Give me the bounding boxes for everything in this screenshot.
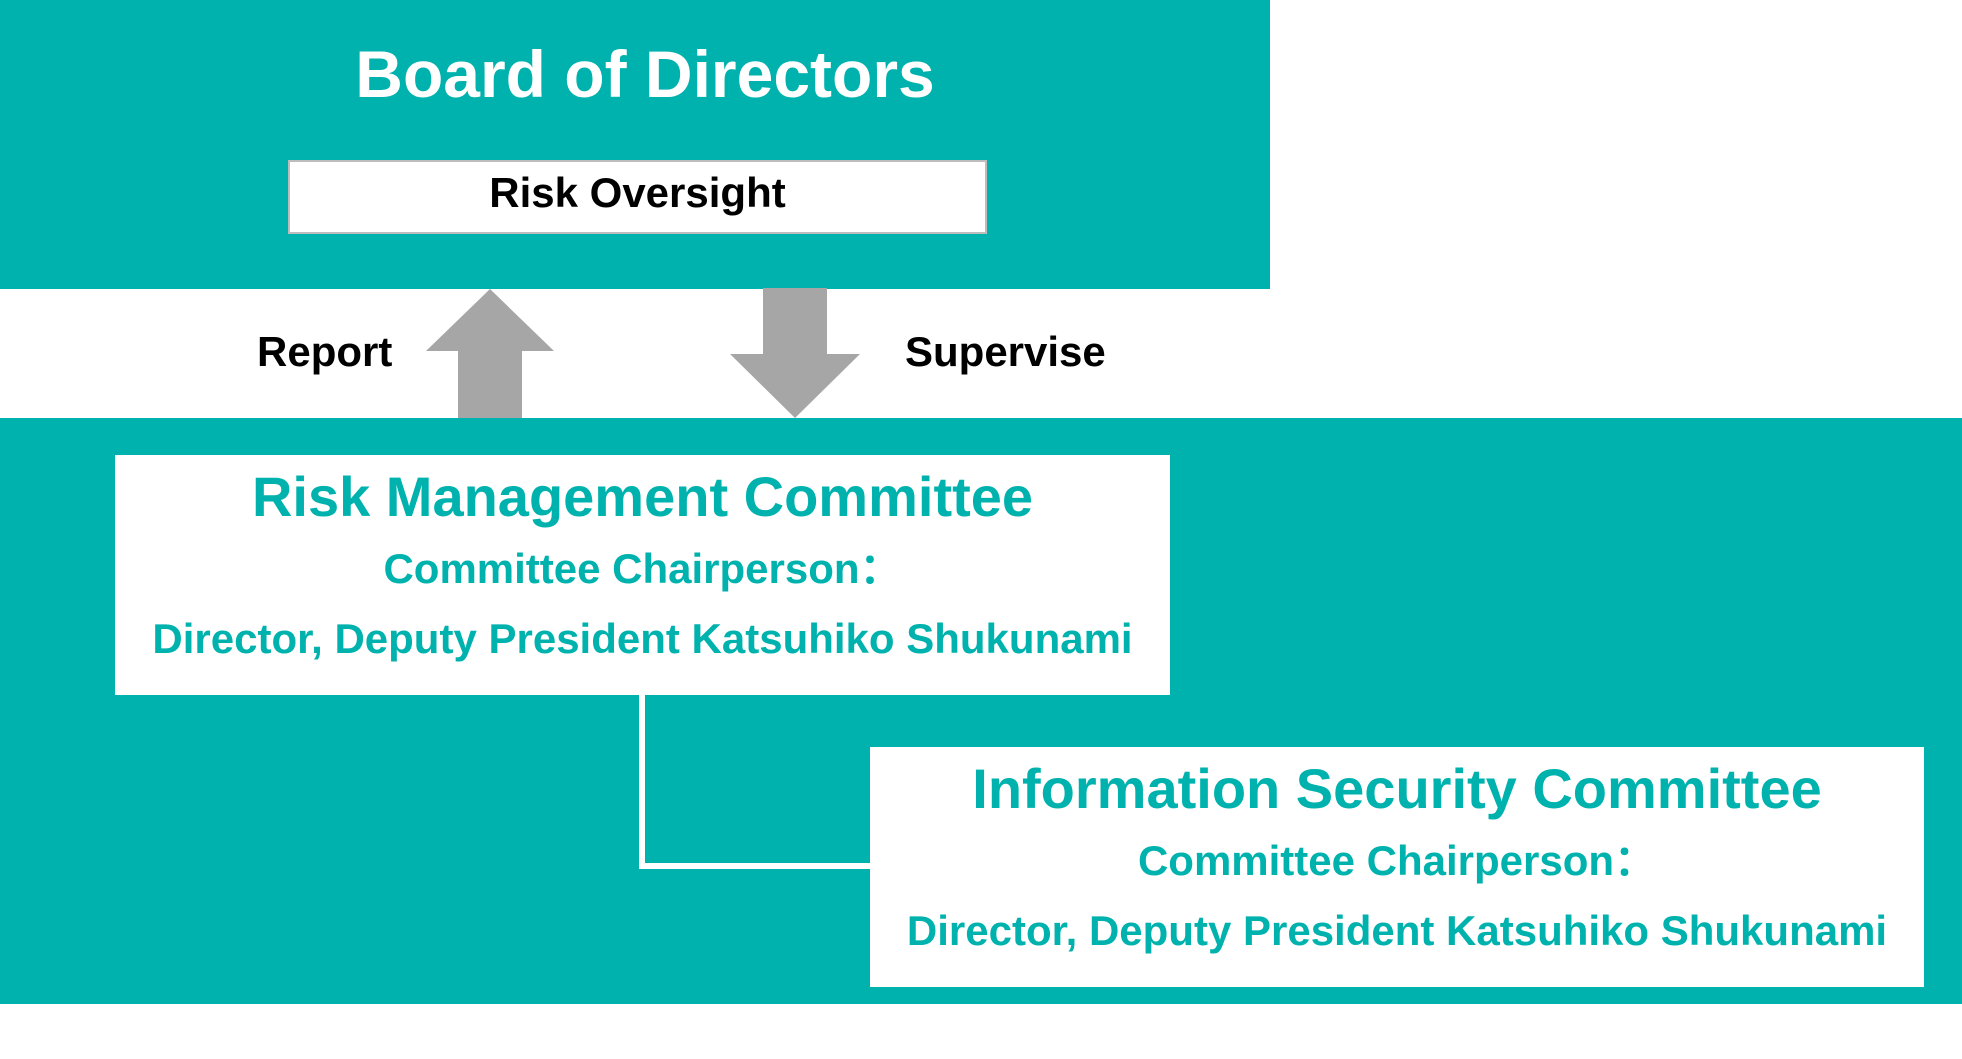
risk-management-committee-title: Risk Management Committee: [251, 465, 1034, 528]
information-security-chair-name: Director, Deputy President Katsuhiko Shu…: [906, 907, 1888, 954]
risk-oversight-box: Risk Oversight: [288, 160, 987, 234]
report-label: Report: [257, 328, 393, 375]
report-up-arrow-icon: [426, 289, 554, 419]
board-title: Board of Directors: [355, 37, 935, 111]
information-security-chair-label: Committee Chairperson：: [1137, 837, 1657, 884]
risk-management-committee-box: Risk Management Committee Committee Chai…: [115, 455, 1170, 695]
information-security-committee-title: Information Security Committee: [972, 757, 1822, 820]
risk-management-chair-label: Committee Chairperson：: [383, 545, 902, 592]
information-security-committee-box: Information Security Committee Committee…: [870, 747, 1924, 987]
board-of-directors-panel: Board of Directors Risk Oversight: [0, 0, 1270, 289]
supervise-label: Supervise: [905, 328, 1106, 375]
supervise-down-arrow-icon: [730, 288, 860, 418]
risk-management-chair-name: Director, Deputy President Katsuhiko Shu…: [152, 615, 1133, 662]
